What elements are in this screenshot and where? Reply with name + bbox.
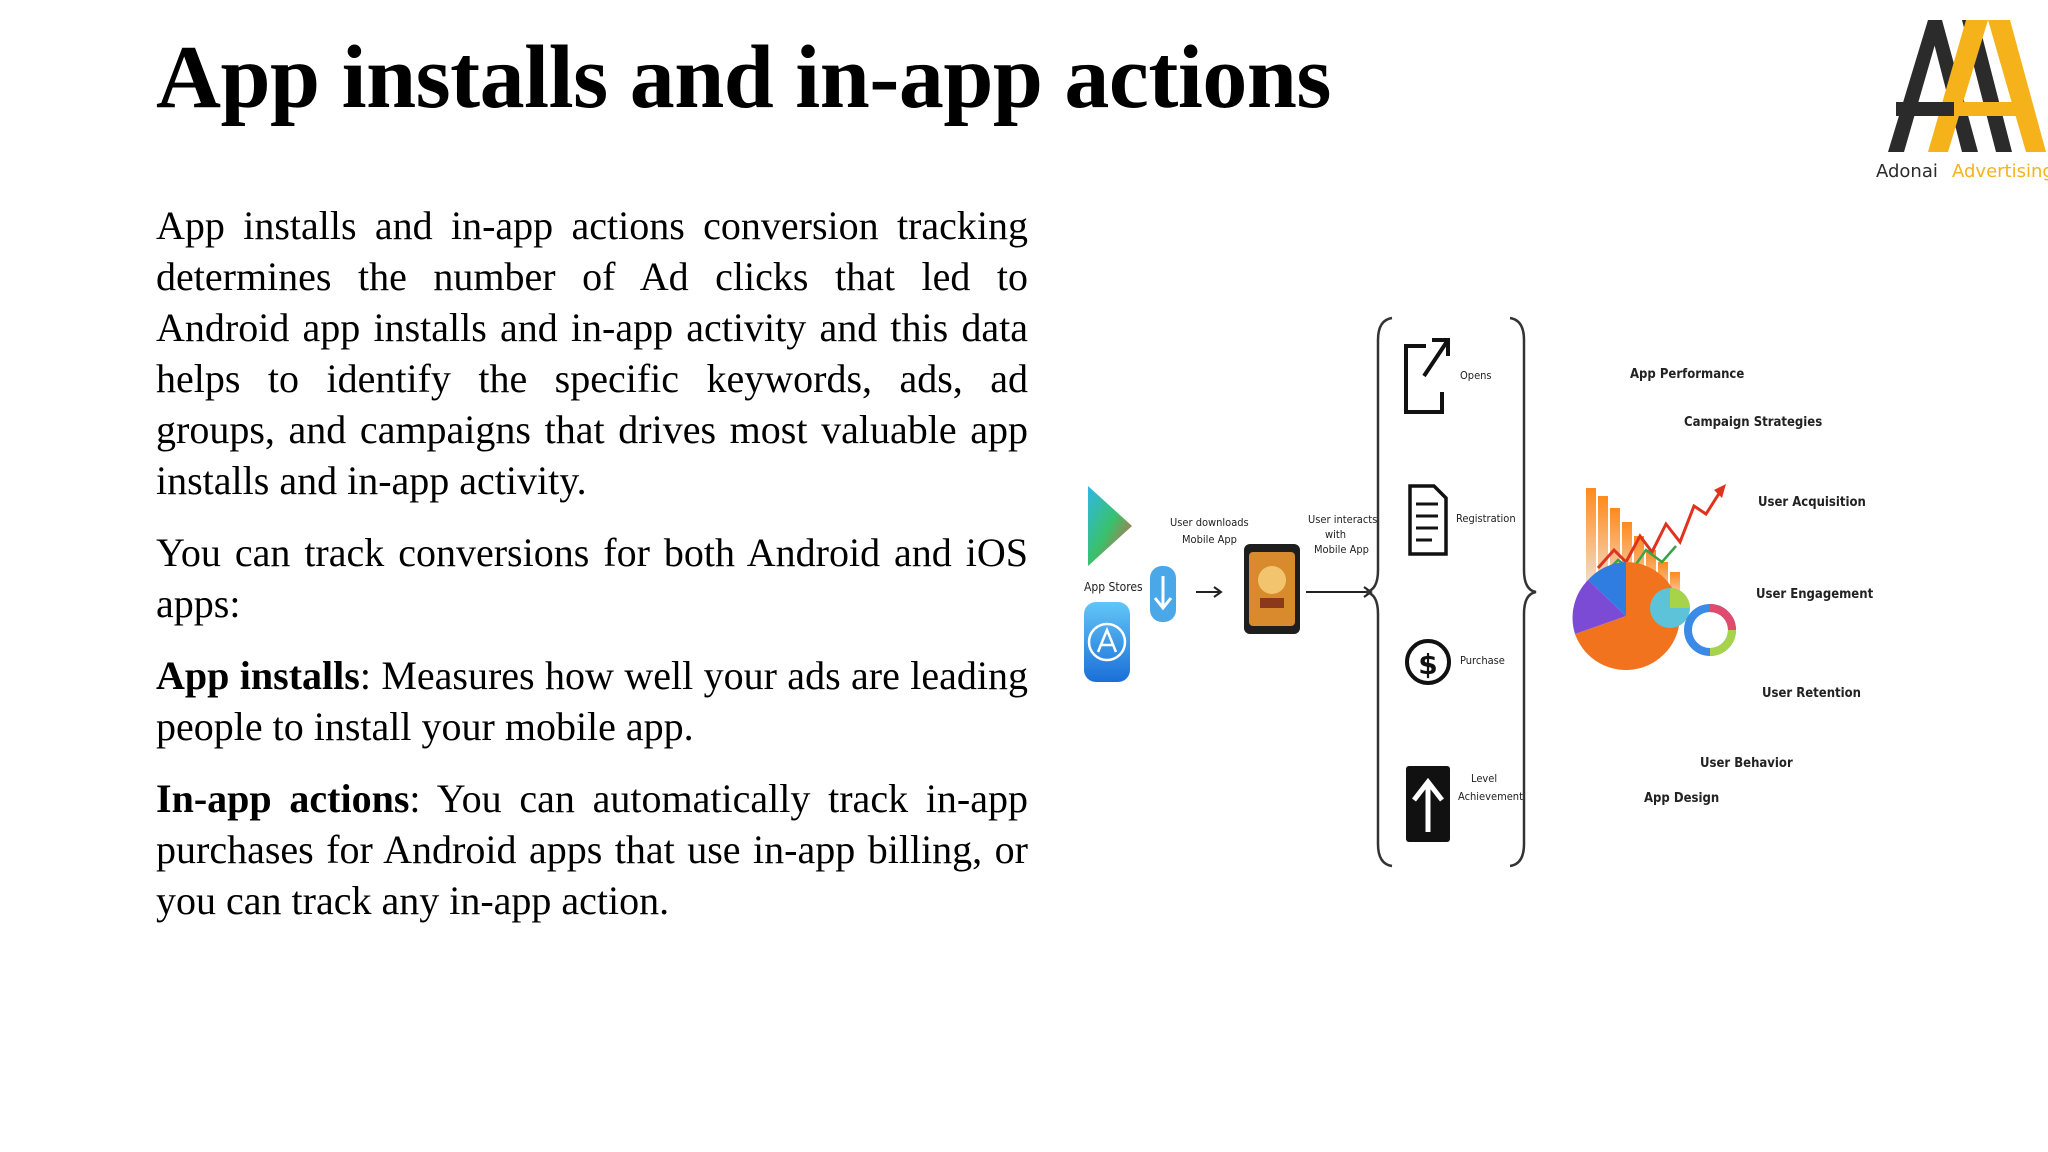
user-engagement-label: User Engagement [1756,587,1874,602]
svg-text:Adonai: Adonai [1876,161,1938,182]
level-label-line1: Level [1471,772,1497,785]
interacts-label-line2: with [1325,528,1346,541]
campaign-strategies-label: Campaign Strategies [1684,415,1822,430]
open-external-icon [1404,338,1450,414]
app-design-label: App Design [1644,791,1719,806]
user-acquisition-label: User Acquisition [1758,495,1866,510]
track-paragraph: You can track conversions for both Andro… [156,530,1028,626]
downloads-label-line1: User downloads [1170,516,1249,529]
purchase-label: Purchase [1460,654,1505,667]
app-installs-label: App installs [156,653,360,698]
registration-form-icon [1408,484,1448,556]
up-arrow-icon [1406,766,1450,842]
app-performance-label: App Performance [1630,367,1744,382]
interacts-label-line3: Mobile App [1314,543,1369,556]
intro-paragraph: App installs and in-app actions conversi… [156,203,1028,503]
right-brace [1509,316,1537,868]
svg-text:Advertising: Advertising [1952,161,2048,182]
svg-text:$: $ [1418,648,1437,681]
left-brace [1365,316,1393,868]
app-stores-label: App Stores [1084,580,1143,594]
dollar-coin-icon: $ [1405,639,1451,685]
app-store-icon [1084,602,1130,682]
adonai-advertising-logo: Adonai Advertising [1876,20,2048,182]
analytics-chart-icon [1572,484,1736,670]
interacts-label-line1: User interacts [1308,513,1377,526]
user-retention-label: User Retention [1762,686,1861,701]
conversion-flow-diagram: App Stores User downloads Mobile App Use… [1084,316,1874,868]
in-app-actions-paragraph: In-app actions: You can automatically tr… [156,773,1028,926]
downloads-label-line2: Mobile App [1182,533,1237,546]
app-installs-text: : Measures how well your ads are leading… [156,653,1028,749]
download-icon [1150,566,1176,622]
opens-label: Opens [1460,369,1492,382]
user-behavior-label: User Behavior [1700,756,1793,771]
in-app-actions-label: In-app actions [156,776,410,821]
slide-title: App installs and in-app actions [156,28,1331,127]
play-store-icon [1088,486,1132,566]
app-installs-paragraph: App installs: Measures how well your ads… [156,650,1028,752]
registration-label: Registration [1456,512,1516,525]
in-app-actions-text: : You can automatically track in-app pur… [156,776,1029,923]
level-label-line2: Achievement [1458,790,1523,803]
game-app-icon [1244,544,1300,634]
body-text: App installs and in-app actions conversi… [156,200,1028,947]
